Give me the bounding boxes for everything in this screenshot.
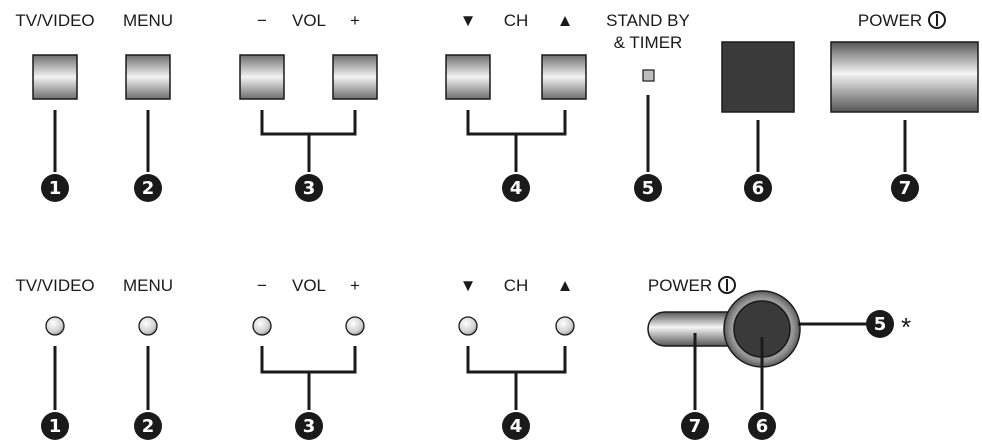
- menu-label: MENU: [123, 276, 173, 295]
- leader-bracket: [260, 346, 357, 410]
- vol-label: VOL: [292, 11, 326, 30]
- standby-label-line2: & TIMER: [614, 33, 683, 52]
- power-button[interactable]: [830, 41, 979, 113]
- callout-number: 1: [49, 416, 62, 437]
- power-symbol-icon: [928, 11, 946, 29]
- callout-number: 2: [142, 178, 155, 199]
- callout-5: 5: [866, 310, 894, 338]
- vol-up-button[interactable]: [345, 316, 365, 336]
- bottom-panel: TV/VIDEO MENU − VOL + ▼ CH ▲ POWER 1: [15, 276, 911, 440]
- callout-number: 1: [49, 178, 62, 199]
- power-label: POWER: [858, 11, 922, 30]
- menu-label: MENU: [123, 11, 173, 30]
- ch-down-label: ▼: [460, 11, 477, 30]
- callout-4: 4: [502, 174, 530, 202]
- standby-label-line1: STAND BY: [606, 11, 690, 30]
- callout-number: 3: [303, 416, 316, 437]
- vol-minus-label: −: [257, 11, 267, 30]
- asterisk-note-mark: *: [901, 312, 911, 342]
- callout-number: 2: [142, 416, 155, 437]
- callout-number: 7: [899, 178, 912, 199]
- menu-button[interactable]: [125, 54, 171, 100]
- ch-label: CH: [504, 11, 529, 30]
- ch-up-button[interactable]: [541, 54, 587, 100]
- ch-down-button[interactable]: [458, 316, 478, 336]
- vol-minus-label: −: [257, 276, 267, 295]
- callout-7: 7: [891, 174, 919, 202]
- callout-number: 6: [756, 416, 769, 437]
- vol-up-button[interactable]: [332, 54, 378, 100]
- callout-number: 4: [510, 178, 523, 199]
- vol-plus-label: +: [350, 276, 360, 295]
- callout-number: 5: [874, 314, 887, 335]
- callout-number: 7: [689, 416, 702, 437]
- tv-video-label: TV/VIDEO: [15, 11, 94, 30]
- leader-bracket: [260, 110, 357, 172]
- top-panel: TV/VIDEO MENU − VOL + ▼ CH ▲ STAND BY & …: [15, 11, 979, 202]
- callout-3: 3: [295, 412, 323, 440]
- ch-down-button[interactable]: [445, 54, 491, 100]
- standby-indicator-lamp: [642, 69, 655, 82]
- ch-up-label: ▲: [557, 11, 574, 30]
- vol-down-button[interactable]: [252, 316, 272, 336]
- leader-bracket: [466, 346, 567, 410]
- ch-label: CH: [504, 276, 529, 295]
- power-label: POWER: [648, 276, 712, 295]
- callout-5: 5: [634, 174, 662, 202]
- menu-button[interactable]: [138, 316, 158, 336]
- callout-1: 1: [41, 412, 69, 440]
- callout-6: 6: [744, 174, 772, 202]
- callout-number: 6: [752, 178, 765, 199]
- callout-number: 5: [642, 178, 655, 199]
- callout-2: 2: [134, 412, 162, 440]
- callout-3: 3: [295, 174, 323, 202]
- vol-label: VOL: [292, 276, 326, 295]
- vol-down-button[interactable]: [239, 54, 285, 100]
- tv-video-button[interactable]: [45, 316, 65, 336]
- callout-2: 2: [134, 174, 162, 202]
- power-symbol-icon: [718, 276, 736, 294]
- leader-bracket: [466, 110, 567, 172]
- vol-plus-label: +: [350, 11, 360, 30]
- callout-7: 7: [681, 412, 709, 440]
- callout-number: 4: [510, 416, 523, 437]
- ch-up-button[interactable]: [555, 316, 575, 336]
- callout-number: 3: [303, 178, 316, 199]
- tv-video-button[interactable]: [32, 54, 78, 100]
- callout-4: 4: [502, 412, 530, 440]
- ch-up-label: ▲: [557, 276, 574, 295]
- tv-video-label: TV/VIDEO: [15, 276, 94, 295]
- callout-1: 1: [41, 174, 69, 202]
- ch-down-label: ▼: [460, 276, 477, 295]
- remote-sensor-window: [721, 41, 795, 113]
- callout-6: 6: [748, 412, 776, 440]
